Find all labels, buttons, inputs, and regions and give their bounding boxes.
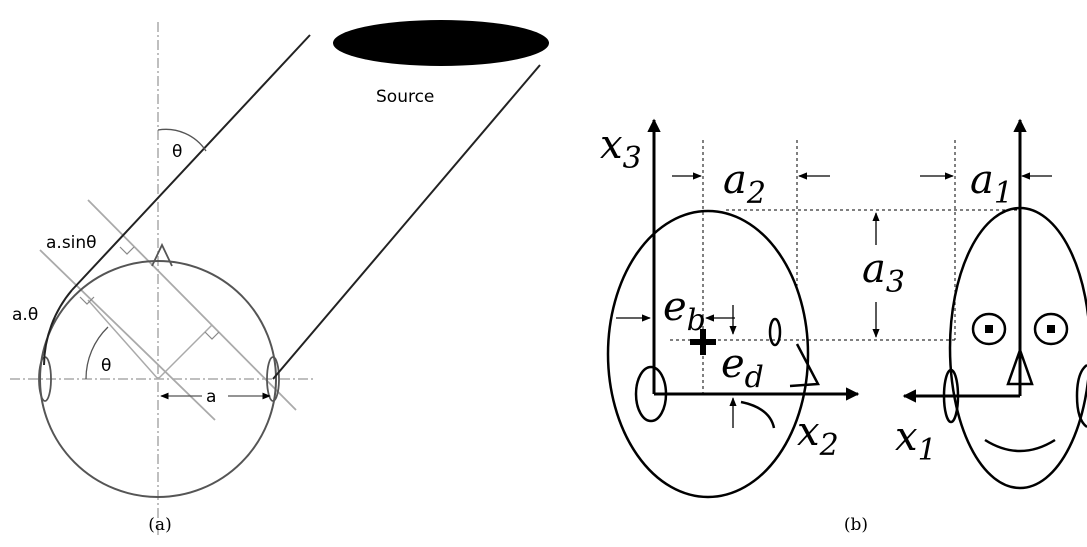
x1-label: x1 bbox=[895, 414, 937, 468]
right-angle-marker bbox=[119, 246, 135, 255]
arc-path bbox=[43, 289, 73, 366]
sound-ray-left bbox=[71, 34, 311, 291]
x2-label: x2 bbox=[797, 409, 839, 463]
theta-top-label: θ bbox=[172, 142, 182, 162]
head-circle bbox=[39, 260, 277, 498]
guide-line-lower bbox=[39, 249, 216, 421]
radius-label: a bbox=[206, 387, 216, 407]
a-theta-label: a.θ bbox=[12, 305, 38, 325]
nose-icon bbox=[151, 242, 173, 267]
source-label: Source bbox=[376, 87, 434, 107]
eb-label: eb bbox=[663, 284, 706, 338]
right-angle-marker bbox=[79, 296, 95, 305]
sound-ray-right bbox=[272, 64, 541, 380]
front-left-pupil-icon bbox=[985, 325, 993, 333]
right-ear-icon bbox=[266, 356, 280, 402]
caption-b: (b) bbox=[844, 515, 868, 535]
ed-label: ed bbox=[721, 341, 764, 395]
a2-label: a2 bbox=[723, 157, 766, 211]
theta-center-label: θ bbox=[101, 356, 111, 376]
sound-source bbox=[333, 20, 549, 66]
x3-label: x3 bbox=[600, 122, 642, 176]
front-mouth-icon bbox=[984, 438, 1056, 453]
front-left-eye-icon bbox=[971, 312, 1007, 346]
side-eye-icon bbox=[768, 317, 782, 347]
theta-arc-center bbox=[85, 326, 109, 380]
theta-arc-top bbox=[157, 128, 207, 152]
guide-line-perp-right bbox=[157, 324, 213, 380]
right-angle-marker bbox=[204, 331, 220, 340]
front-right-pupil-icon bbox=[1047, 325, 1055, 333]
caption-a: (a) bbox=[148, 515, 171, 535]
a3-label: a3 bbox=[862, 246, 905, 300]
a1-label: a1 bbox=[970, 157, 1013, 211]
guide-line-perp bbox=[87, 299, 159, 380]
side-head-ellipse bbox=[606, 209, 810, 499]
panel-b: x3 a2 a1 a3 eb ed x2 x1 (b) bbox=[600, 118, 1087, 535]
side-nose-icon bbox=[789, 343, 820, 388]
front-right-ear-icon bbox=[1075, 363, 1087, 429]
ed-curve bbox=[740, 400, 776, 429]
panel-a: Source θ θ a.sinθ a.θ a (a) bbox=[10, 20, 549, 535]
a-sin-theta-label: a.sinθ bbox=[46, 233, 97, 253]
front-right-eye-icon bbox=[1033, 312, 1069, 346]
